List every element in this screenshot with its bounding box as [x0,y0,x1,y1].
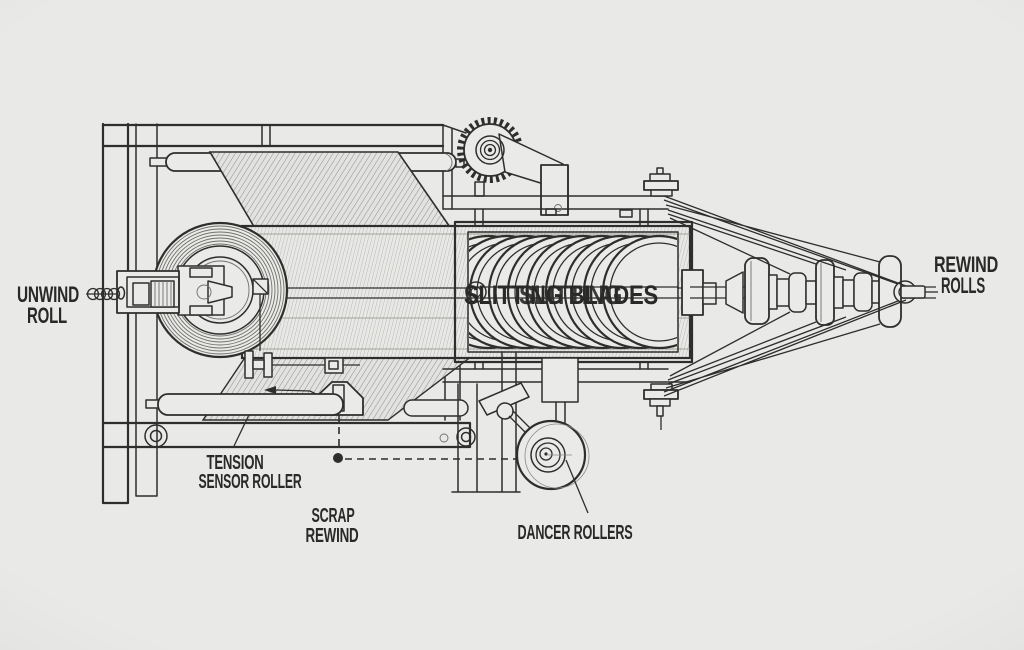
label-tension-sensor-line1: TENSION [207,452,264,474]
label-scrap-rewind-line1: SCRAP [312,505,355,527]
label-slitting-blades-overlap: SLITTING [519,280,622,310]
tension-sensor-assembly [233,278,360,447]
scrap-rewind-point [333,453,343,463]
label-rewind-rolls-line1: REWIND [934,252,998,277]
slitting-blades-assembly [442,167,694,430]
top-stud-bolts [643,167,679,197]
dancer-roller-assembly [451,351,590,514]
label-tension-sensor-line2: SENSOR ROLLER [199,471,303,493]
label-slitting-blades: SLITTING BLADES [464,280,658,310]
label-rewind-rolls-line2: ROLLS [941,273,985,298]
label-dancer-rollers: DANCER ROLLERS [518,522,633,544]
rewind-rolls-assembly [663,195,938,397]
dancer-leader-line [565,459,589,514]
bottom-stud-bolts [643,383,679,430]
bottom-guide-rollers [145,393,469,417]
drive-gear [457,117,569,216]
web-strands [663,195,907,397]
label-unwind-roll-line1: UNWIND [17,282,79,307]
label-unwind-roll-line2: ROLL [27,303,67,328]
labels: UNWIND ROLL SLITTING BLADES SLITTING REW… [17,252,998,547]
unwind-shaft-spring [86,287,121,301]
label-scrap-rewind-line2: REWIND [306,525,359,547]
slitting-blades [469,234,677,350]
